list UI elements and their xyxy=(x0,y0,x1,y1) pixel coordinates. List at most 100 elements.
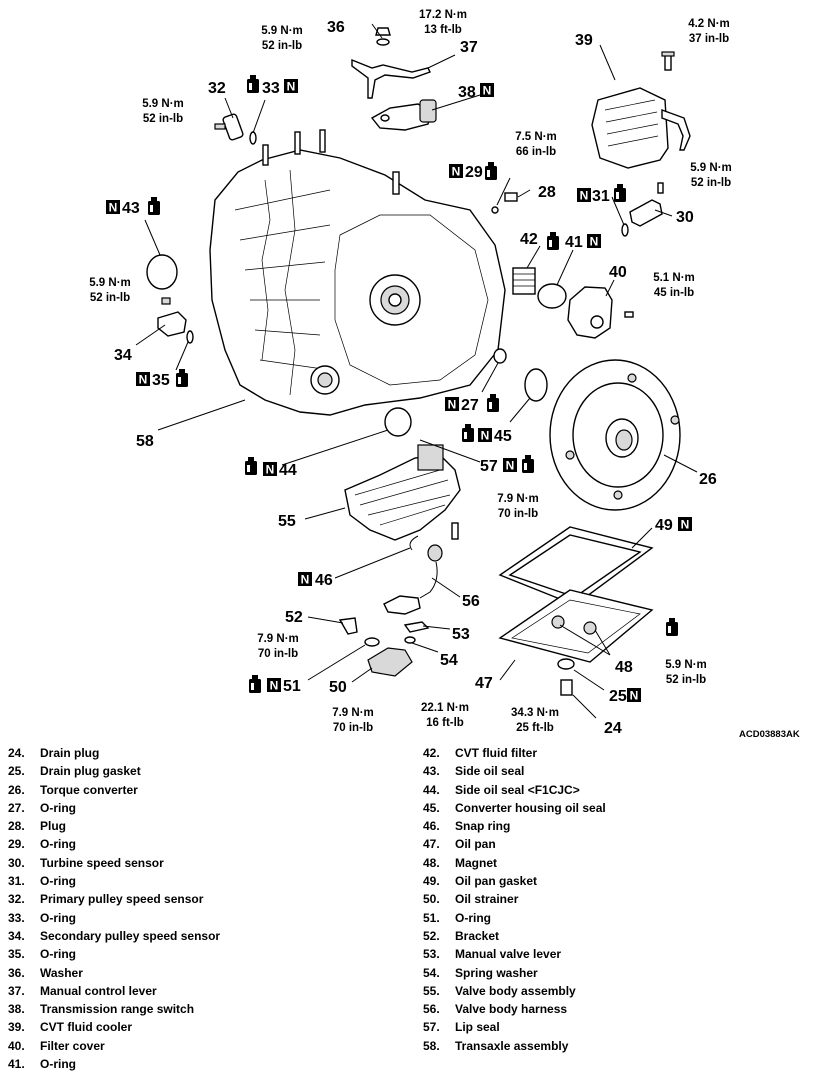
legend-number: 42. xyxy=(423,746,440,760)
torque-imperial: 70 in-lb xyxy=(258,648,298,660)
new-part-icon xyxy=(577,188,591,203)
legend-number: 44. xyxy=(423,782,440,797)
legend-number: 37. xyxy=(8,983,25,998)
new-part-icon xyxy=(449,164,463,179)
legend-text: Plug xyxy=(40,819,66,834)
legend-number: 36. xyxy=(8,965,25,980)
callout-57: 57 xyxy=(480,458,498,475)
legend-number: 35. xyxy=(8,947,25,962)
legend-item: 54.Spring washer xyxy=(423,964,808,982)
torque-imperial: 37 in-lb xyxy=(689,33,729,45)
torque-converter xyxy=(549,359,681,511)
callout-25: 25 xyxy=(609,688,627,705)
callout-53: 53 xyxy=(452,626,470,643)
legend-item: 24. Drain plug xyxy=(8,744,408,762)
torque-nm: 5.9 N·m xyxy=(665,659,707,671)
bracket xyxy=(338,617,358,635)
legend-item: 58.Transaxle assembly xyxy=(423,1037,808,1055)
new-part-icon xyxy=(106,200,120,215)
legend-item: 34.Secondary pulley speed sensor xyxy=(8,927,408,945)
spring-washer xyxy=(404,636,416,644)
legend-item: 51.O-ring xyxy=(423,909,808,927)
parts-legend-right: 42.CVT fluid filter 43.Side oil seal 44.… xyxy=(423,744,808,1055)
legend-text: O-ring xyxy=(40,874,76,889)
valve-body-assembly xyxy=(344,444,461,541)
callout-42: 42 xyxy=(520,231,538,248)
leader-lines xyxy=(135,23,698,719)
legend-text: Lip seal xyxy=(455,1020,500,1035)
callout-58: 58 xyxy=(136,433,154,450)
legend-item: 26.Torque converter xyxy=(8,781,408,799)
legend-number: 52. xyxy=(423,928,440,943)
legend-number: 46. xyxy=(423,819,440,834)
fluid-bottle-icon xyxy=(148,197,160,215)
torque-imperial: 70 in-lb xyxy=(498,508,538,520)
torque-imperial: 52 in-lb xyxy=(691,177,731,189)
fluid-bottle-icon xyxy=(666,618,678,636)
callout-37: 37 xyxy=(460,39,478,56)
legend-item: 25.Drain plug gasket xyxy=(8,762,408,780)
callout-40: 40 xyxy=(609,264,627,281)
callout-52: 52 xyxy=(285,609,303,626)
new-part-icon xyxy=(267,678,281,693)
legend-item: 49.Oil pan gasket xyxy=(423,872,808,890)
legend-item: 41.O-ring xyxy=(8,1055,408,1073)
legend-item: 50.Oil strainer xyxy=(423,890,808,908)
torque-imperial: 45 in-lb xyxy=(654,287,694,299)
legend-number: 49. xyxy=(423,874,440,889)
legend-item: 46. Snap ring xyxy=(423,817,808,835)
legend-number: 53. xyxy=(423,947,440,962)
callout-39: 39 xyxy=(575,32,593,49)
legend-text: Converter housing oil seal xyxy=(455,800,606,815)
legend-number: 30. xyxy=(8,855,25,870)
torque-imperial: 52 in-lb xyxy=(143,113,183,125)
legend-item: 42.CVT fluid filter xyxy=(423,744,808,762)
legend-number: 51. xyxy=(423,910,440,925)
legend-text: Valve body assembly xyxy=(455,983,576,998)
legend-number: 24. xyxy=(8,746,25,760)
torque-nm: 5.9 N·m xyxy=(89,277,131,289)
torque-imperial: 16 ft-lb xyxy=(426,717,464,729)
o-ring-27 xyxy=(493,348,507,364)
fluid-bottle-icon xyxy=(487,394,499,412)
torque-nm: 5.9 N·m xyxy=(142,98,184,110)
callout-34: 34 xyxy=(114,347,132,364)
legend-item: 44.Side oil seal <F1CJC> xyxy=(423,781,808,799)
drain-plug-gasket xyxy=(557,658,575,670)
legend-number: 57. xyxy=(423,1020,440,1035)
callout-33: 33 xyxy=(262,80,280,97)
legend-number: 47. xyxy=(423,837,440,852)
legend-text: O-ring xyxy=(40,800,76,815)
legend-item: 52.Bracket xyxy=(423,927,808,945)
torque-imperial: 52 in-lb xyxy=(90,292,130,304)
torque-nm: 4.2 N·m xyxy=(688,18,730,30)
fluid-bottle-icon xyxy=(249,675,261,693)
cvt-fluid-filter xyxy=(512,267,567,309)
legend-number: 25. xyxy=(8,764,25,779)
legend-item: 27. O-ring xyxy=(8,799,408,817)
legend-text: Magnet xyxy=(455,855,497,870)
legend-item: 38.Transmission range switch xyxy=(8,1000,408,1018)
callout-47: 47 xyxy=(475,675,493,692)
legend-item: 45.Converter housing oil seal xyxy=(423,799,808,817)
legend-item: 33.O-ring xyxy=(8,909,408,927)
legend-text: O-ring xyxy=(40,947,76,962)
callout-45: 45 xyxy=(494,428,512,445)
legend-number: 27. xyxy=(8,800,25,815)
oil-pan xyxy=(498,589,654,663)
figure-code: ACD03883AK xyxy=(739,729,800,740)
legend-text: Oil pan xyxy=(455,837,496,852)
legend-text: Snap ring xyxy=(455,819,511,834)
fluid-bottle-icon xyxy=(245,457,257,475)
callout-51: 51 xyxy=(283,678,301,695)
torque-imperial: 13 ft-lb xyxy=(424,24,462,36)
fluid-bottle-icon xyxy=(614,184,626,202)
turbine-speed-sensor xyxy=(621,182,664,237)
legend-text: O-ring xyxy=(40,910,76,925)
legend-text: Drain plug xyxy=(40,746,100,760)
legend-text: CVT fluid cooler xyxy=(40,1020,133,1035)
new-part-icon xyxy=(445,397,459,412)
legend-text: Turbine speed sensor xyxy=(40,855,164,870)
torque-nm: 7.9 N·m xyxy=(257,633,299,645)
legend-text: Washer xyxy=(40,965,83,980)
